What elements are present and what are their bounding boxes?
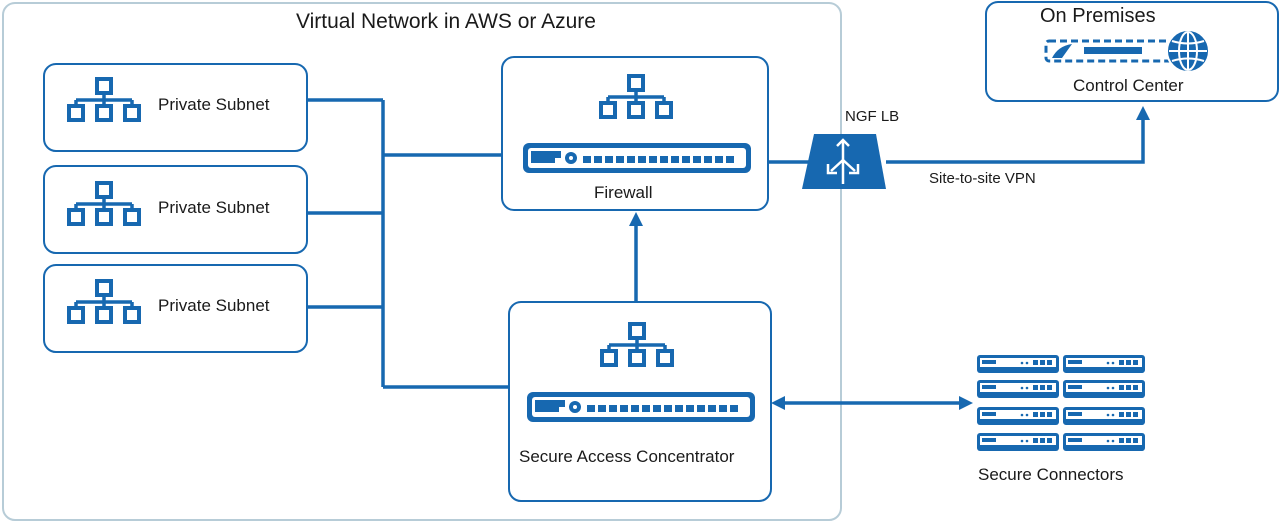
private-subnet-label: Private Subnet: [158, 296, 270, 315]
sac-to-connectors-arrow: [771, 396, 973, 410]
vpn-label: Site-to-site VPN: [929, 170, 1036, 187]
private-subnet-label: Private Subnet: [158, 95, 270, 114]
load-balancer-label: NGF LB: [845, 108, 900, 125]
sac-to-firewall-arrow: [629, 212, 643, 302]
secure-connectors-icon: [977, 355, 1145, 451]
private-subnet-label: Private Subnet: [158, 198, 270, 217]
firewall-label: Firewall: [594, 183, 653, 202]
sac-appliance-icon: [527, 392, 755, 422]
subnet-bus-lines: [307, 98, 509, 389]
control-center-label: Control Center: [1073, 76, 1184, 95]
site-to-site-vpn-line: [886, 106, 1150, 164]
globe-icon: [1166, 29, 1210, 73]
firewall-appliance-icon: [523, 143, 751, 173]
on-premises-title: On Premises: [1040, 5, 1156, 27]
sac-label: Secure Access Concentrator: [519, 447, 735, 466]
load-balancer-icon: [802, 134, 886, 189]
virtual-network-title: Virtual Network in AWS or Azure: [296, 10, 596, 33]
secure-connectors-label: Secure Connectors: [978, 465, 1124, 484]
